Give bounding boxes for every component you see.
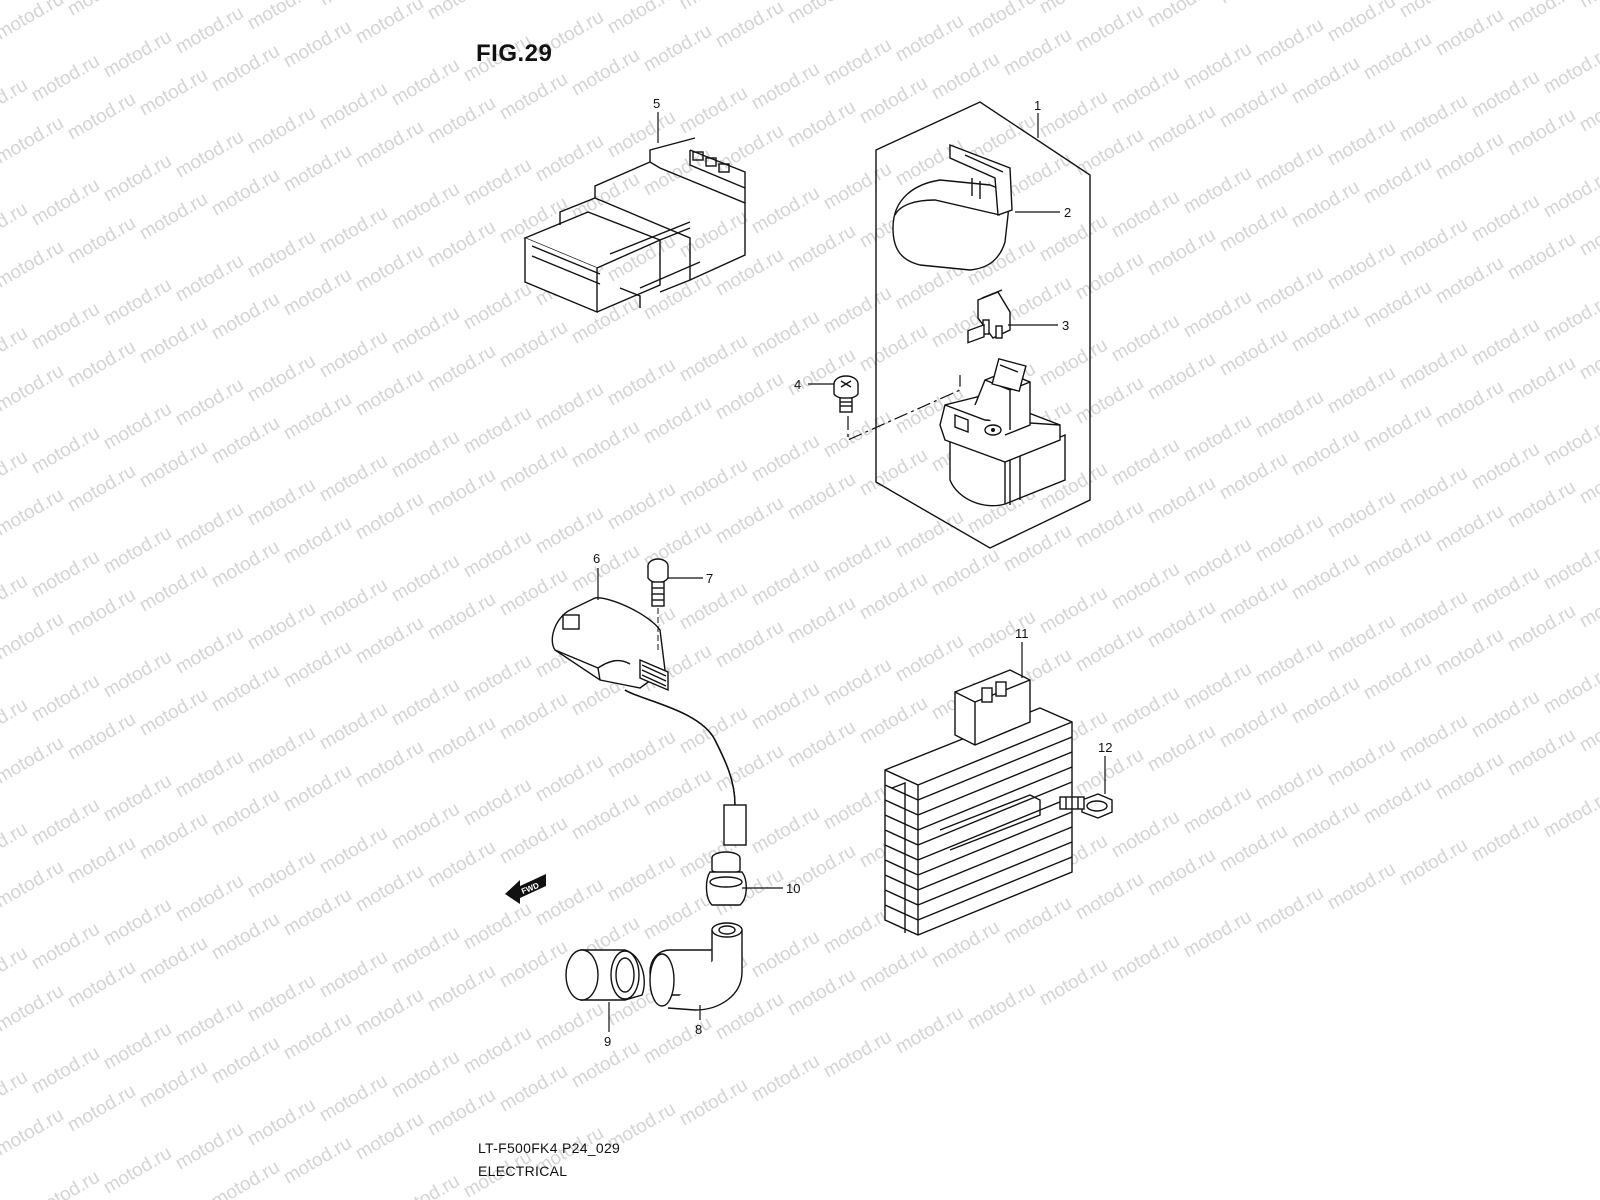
- starter-relay-body[interactable]: [939, 357, 1066, 507]
- part-12-bolt[interactable]: [1059, 793, 1113, 819]
- callout-9: 9: [604, 1034, 611, 1049]
- callout-6: 6: [593, 551, 600, 566]
- part-6-ignition-coil[interactable]: [551, 597, 747, 846]
- callout-labels: 5 1 2 3 4 6 7 10 8 9 11 12: [593, 96, 1112, 1049]
- leader-lines: [597, 112, 1106, 1032]
- callout-8: 8: [695, 1022, 702, 1037]
- fwd-arrow-icon: FWD: [505, 874, 546, 904]
- screw-alignment-line: [847, 375, 961, 441]
- part-9-cap-cover[interactable]: [565, 949, 645, 1001]
- callout-3: 3: [1062, 318, 1069, 333]
- part-10-grommet[interactable]: [705, 851, 747, 906]
- figure-title: FIG.29: [476, 40, 553, 67]
- part-8-plug-cap[interactable]: [649, 922, 743, 1011]
- callout-5: 5: [653, 96, 660, 111]
- part-5-ecm-unit[interactable]: [523, 137, 746, 314]
- figure-code: LT-F500FK4 P24_029: [478, 1140, 621, 1156]
- part-3-fuse[interactable]: [977, 289, 1011, 339]
- part-4-screw[interactable]: [833, 375, 859, 413]
- callout-7: 7: [706, 571, 713, 586]
- part-7-bolt[interactable]: [647, 558, 669, 607]
- callout-10: 10: [786, 881, 800, 896]
- callout-11: 11: [1015, 626, 1029, 641]
- part-11-regulator-rectifier[interactable]: [884, 323, 1073, 936]
- callout-2: 2: [1064, 205, 1071, 220]
- callout-12: 12: [1098, 740, 1112, 755]
- callout-1: 1: [1034, 98, 1041, 113]
- part-2-relay-cover[interactable]: [892, 143, 1013, 271]
- fwd-arrow-label: FWD: [520, 881, 540, 896]
- callout-4: 4: [794, 377, 801, 392]
- section-title: ELECTRICAL: [478, 1163, 568, 1179]
- part-1-assembly-outline: [875, 101, 1091, 549]
